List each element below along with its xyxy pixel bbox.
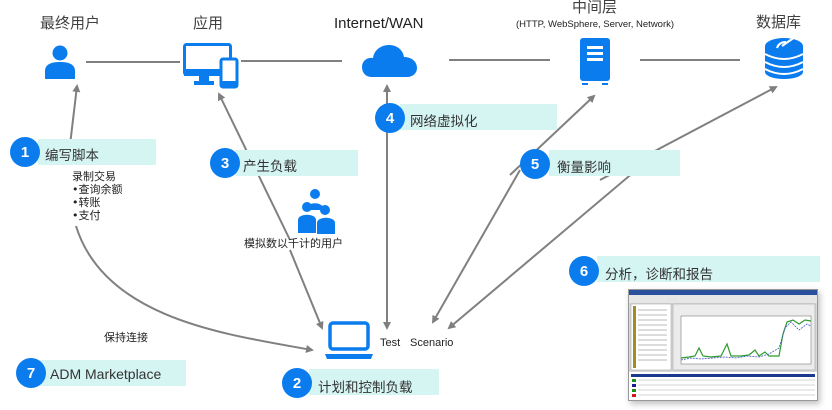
step-7-label[interactable]: ADM Marketplace — [50, 366, 162, 382]
step-5-badge: 5 — [520, 149, 550, 179]
middle-tier-subtitle: (HTTP, WebSphere, Server, Network) — [516, 19, 675, 30]
script-note-item: •支付 — [72, 209, 101, 222]
simulated-users-label: 模拟数以千计的用户 — [244, 237, 343, 250]
step-4-label: 网络虚拟化 — [410, 114, 478, 130]
keep-connected-label: 保持连接 — [104, 331, 148, 344]
step-6-highlight — [597, 256, 820, 282]
middle-tier-title: 中间层 — [572, 0, 618, 16]
step-6-badge: 6 — [569, 256, 599, 286]
step-7-highlight — [40, 360, 186, 386]
server-icon — [579, 38, 611, 86]
step-2-label: 计划和控制负载 — [318, 380, 413, 396]
arrow-to-laptop-from-middle — [432, 169, 521, 324]
arrow-to-user — [69, 84, 81, 146]
database-icon — [763, 34, 805, 80]
script-notes-heading: 录制交易 — [72, 170, 116, 183]
step-6-label: 分析，诊断和报告 — [605, 267, 713, 283]
step-1-badge: 1 — [10, 137, 40, 167]
step-4-badge: 4 — [375, 103, 405, 133]
user-icon — [44, 44, 76, 80]
script-notes: 录制交易 •查询余额 •转账 •支付 — [72, 170, 123, 222]
scenario-label: Scenario — [410, 337, 454, 349]
step-7-badge: 7 — [16, 358, 46, 388]
arrow-app-to-laptop — [289, 249, 324, 330]
arrow-script-to-laptop — [75, 225, 314, 353]
step-1-label: 编写脚本 — [45, 148, 99, 164]
script-note-item: •转账 — [72, 196, 101, 209]
step-5-label: 衡量影响 — [557, 160, 611, 176]
step-2-badge: 2 — [282, 368, 312, 398]
test-label: Test — [380, 337, 401, 349]
step-4-highlight — [400, 104, 557, 130]
script-note-item: •查询余额 — [72, 183, 123, 196]
step-2-highlight — [309, 369, 439, 395]
internet-title: Internet/WAN — [334, 15, 424, 32]
database-title: 数据库 — [756, 13, 802, 31]
step-3-badge: 3 — [210, 148, 240, 178]
analysis-report-thumbnail — [628, 289, 818, 401]
laptop-icon — [325, 321, 373, 361]
user-group-icon — [298, 188, 336, 234]
step-1-highlight — [38, 139, 156, 165]
application-title: 应用 — [193, 14, 224, 32]
step-3-highlight — [235, 150, 358, 176]
step-3-label: 产生负载 — [243, 159, 297, 175]
cloud-icon — [362, 44, 418, 78]
arrow-to-laptop-from-db — [447, 149, 661, 330]
monitor-mobile-icon — [183, 43, 239, 89]
step-5-highlight — [549, 150, 680, 176]
end-user-title: 最终用户 — [40, 14, 101, 32]
